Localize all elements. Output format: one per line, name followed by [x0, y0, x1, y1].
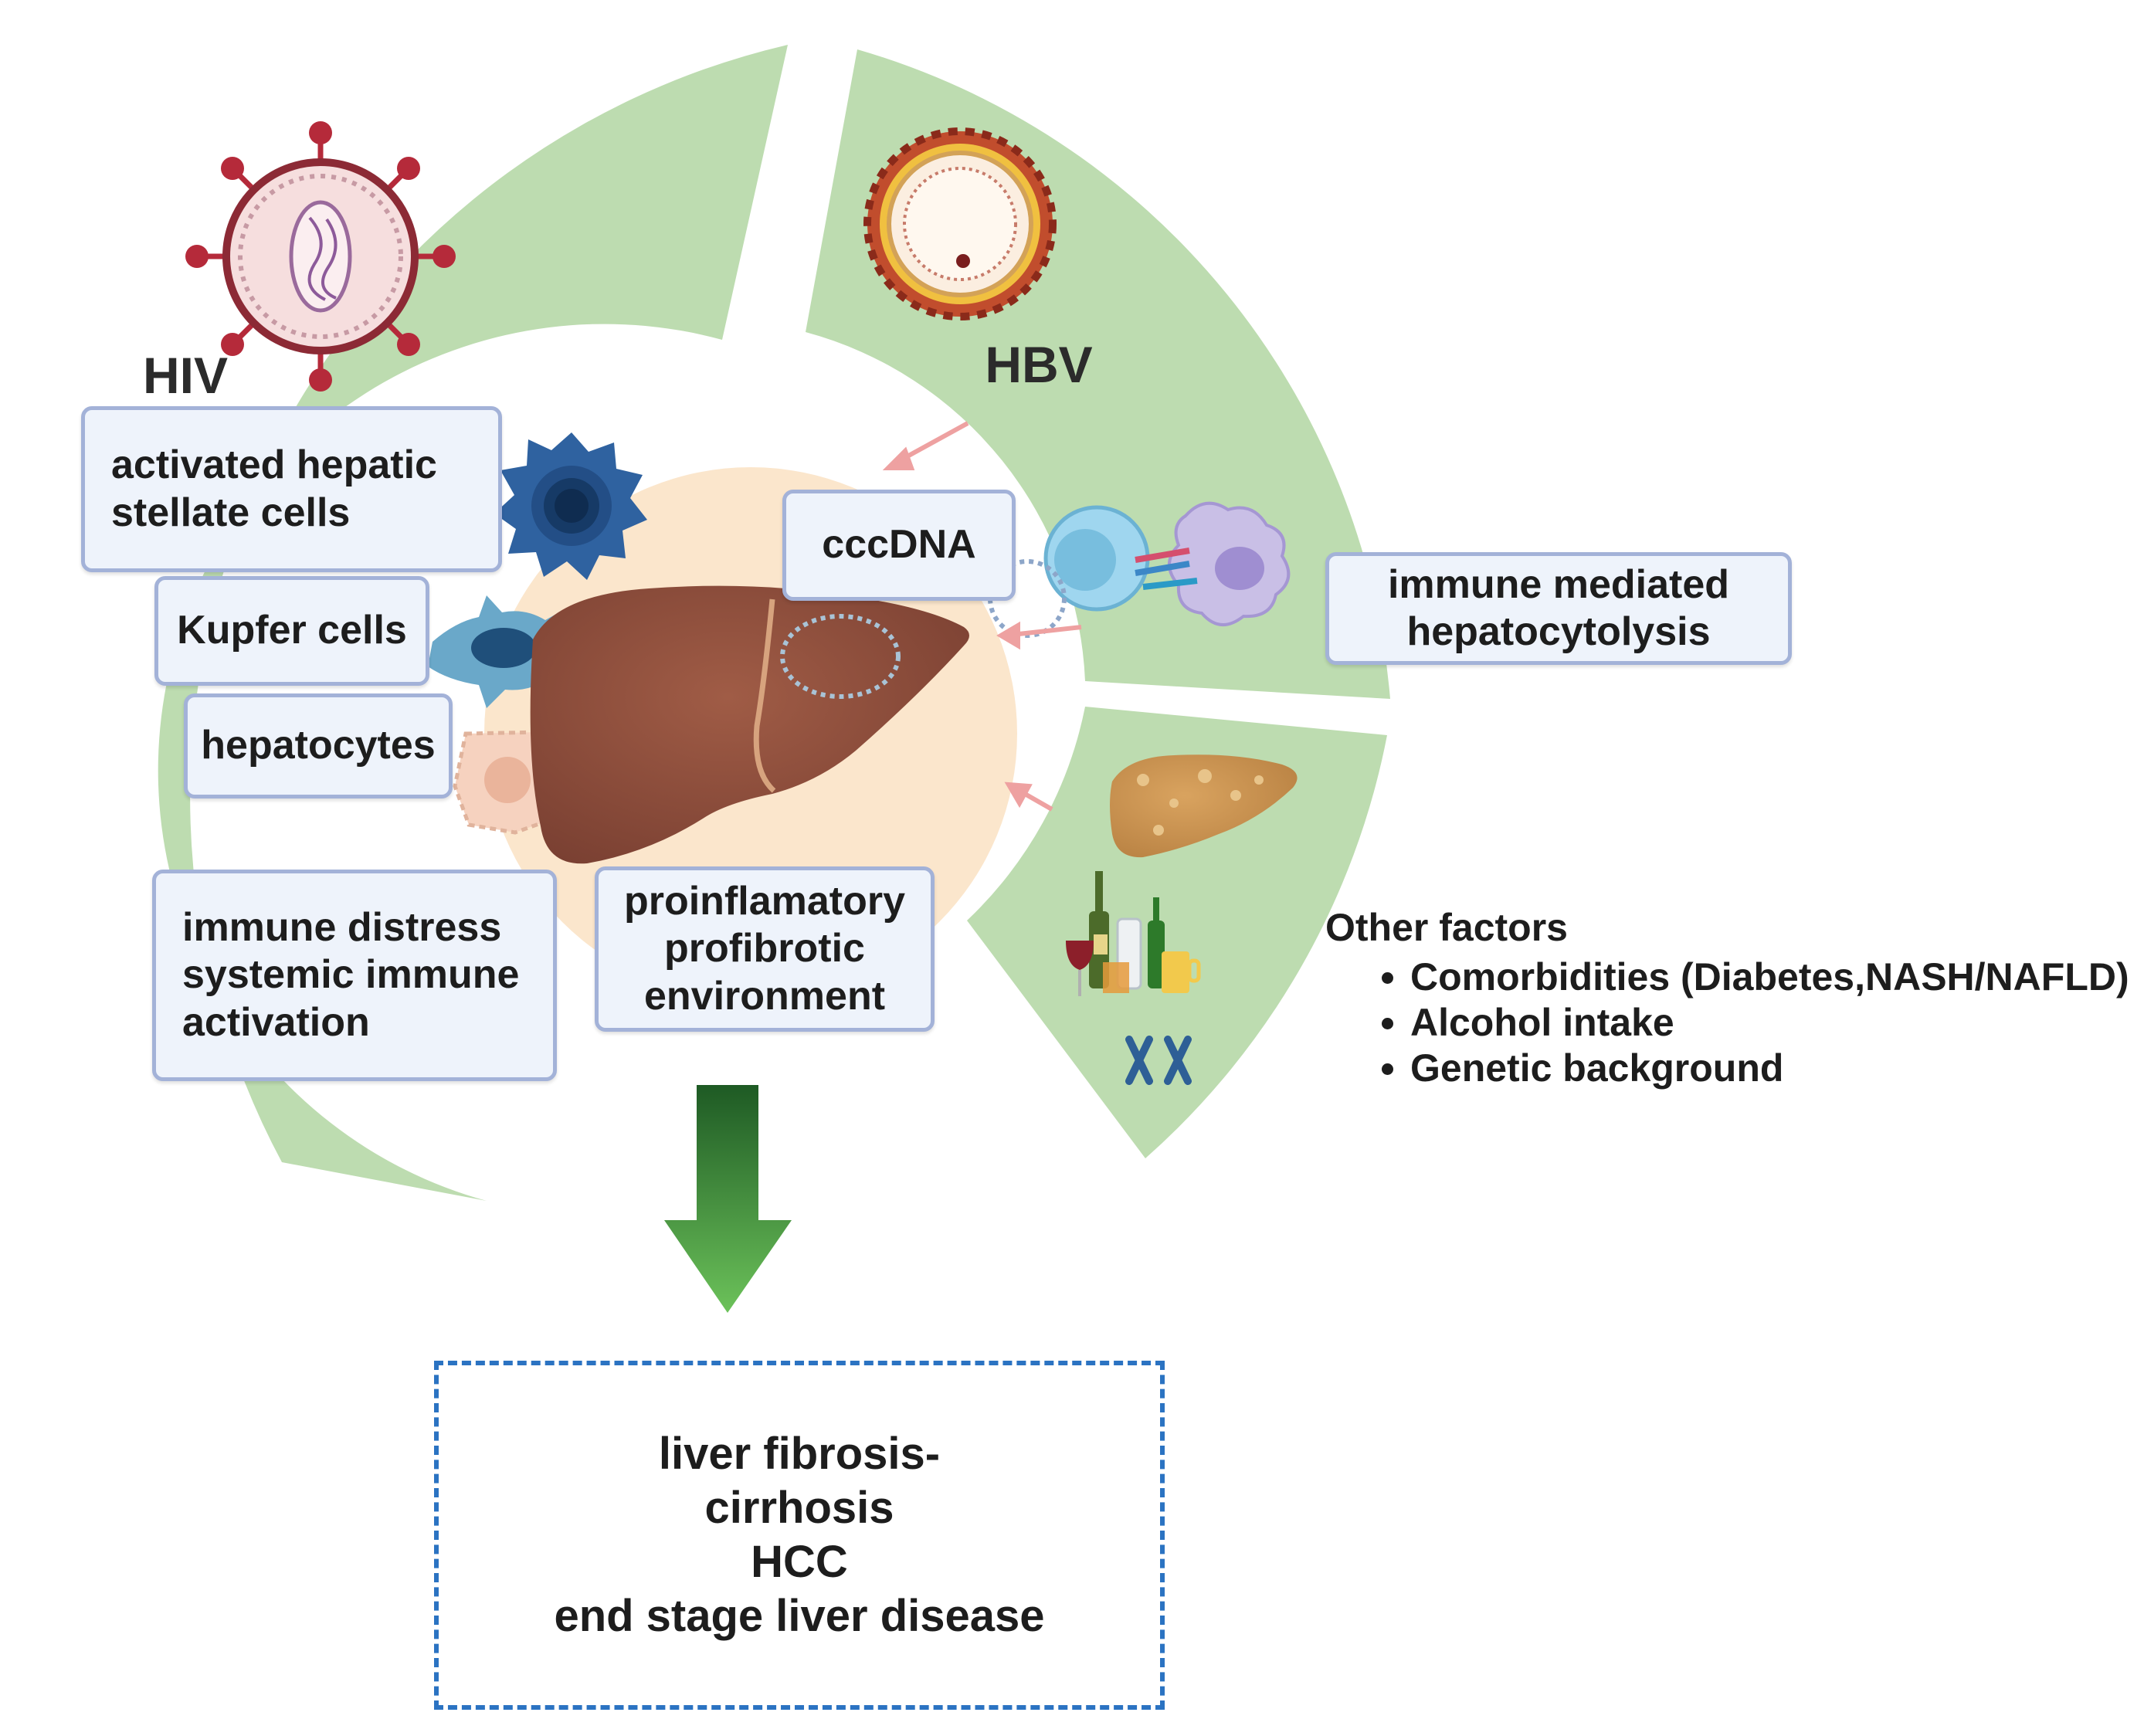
kupfer-cells-box: Kupfer cells [154, 576, 429, 686]
liver-icon [530, 585, 969, 864]
outcome-box: liver fibrosis- cirrhosis HCC end stage … [434, 1361, 1165, 1710]
alcohol-bottles-icon [1066, 871, 1201, 996]
hbv-virus-icon [863, 127, 1057, 320]
hbv-title: HBV [985, 336, 1093, 394]
other-factor-item: Comorbidities (Diabetes,NASH/NAFLD) [1410, 954, 2129, 1000]
outcome-line: liver fibrosis- [658, 1429, 941, 1479]
cccdna-box: cccDNA [782, 490, 1016, 601]
stellate-cell-icon [494, 432, 647, 580]
hiv-title: HIV [142, 347, 229, 405]
cccdna-plasmid-icon [988, 559, 1067, 638]
fatty-liver-icon [1110, 754, 1298, 858]
outcome-line: cirrhosis [704, 1483, 894, 1533]
proinflammatory-environment-box: proinflamatory profibrotic environment [595, 866, 935, 1032]
t-cell-icon [1043, 505, 1150, 612]
other-factor-item: Genetic background [1410, 1046, 2129, 1091]
outcome-line: HCC [751, 1537, 848, 1587]
other-factors-ring-segment [967, 707, 1387, 1158]
other-factors-title: Other factors [1325, 906, 1568, 949]
immune-distress-box: immune distress systemic immune activati… [152, 870, 557, 1081]
down-arrow [664, 1085, 792, 1313]
hepatocytes-box: hepatocytes [184, 693, 453, 798]
hiv-ring-segment [158, 45, 789, 1201]
hiv-virus-icon [185, 121, 456, 392]
other-factors-list: Other factors Comorbidities (Diabetes,NA… [1325, 905, 2129, 1091]
hbv-pink-arrows [882, 421, 1082, 812]
receptor-icon [1135, 548, 1198, 590]
outcome-line: end stage liver disease [554, 1591, 1045, 1641]
chromosome-icon [1125, 1036, 1192, 1085]
stellate-cells-box: activated hepatic stellate cells [81, 406, 502, 572]
hepatocytolysis-box: immune mediated hepatocytolysis [1325, 552, 1792, 665]
other-factor-item: Alcohol intake [1410, 1000, 2129, 1046]
